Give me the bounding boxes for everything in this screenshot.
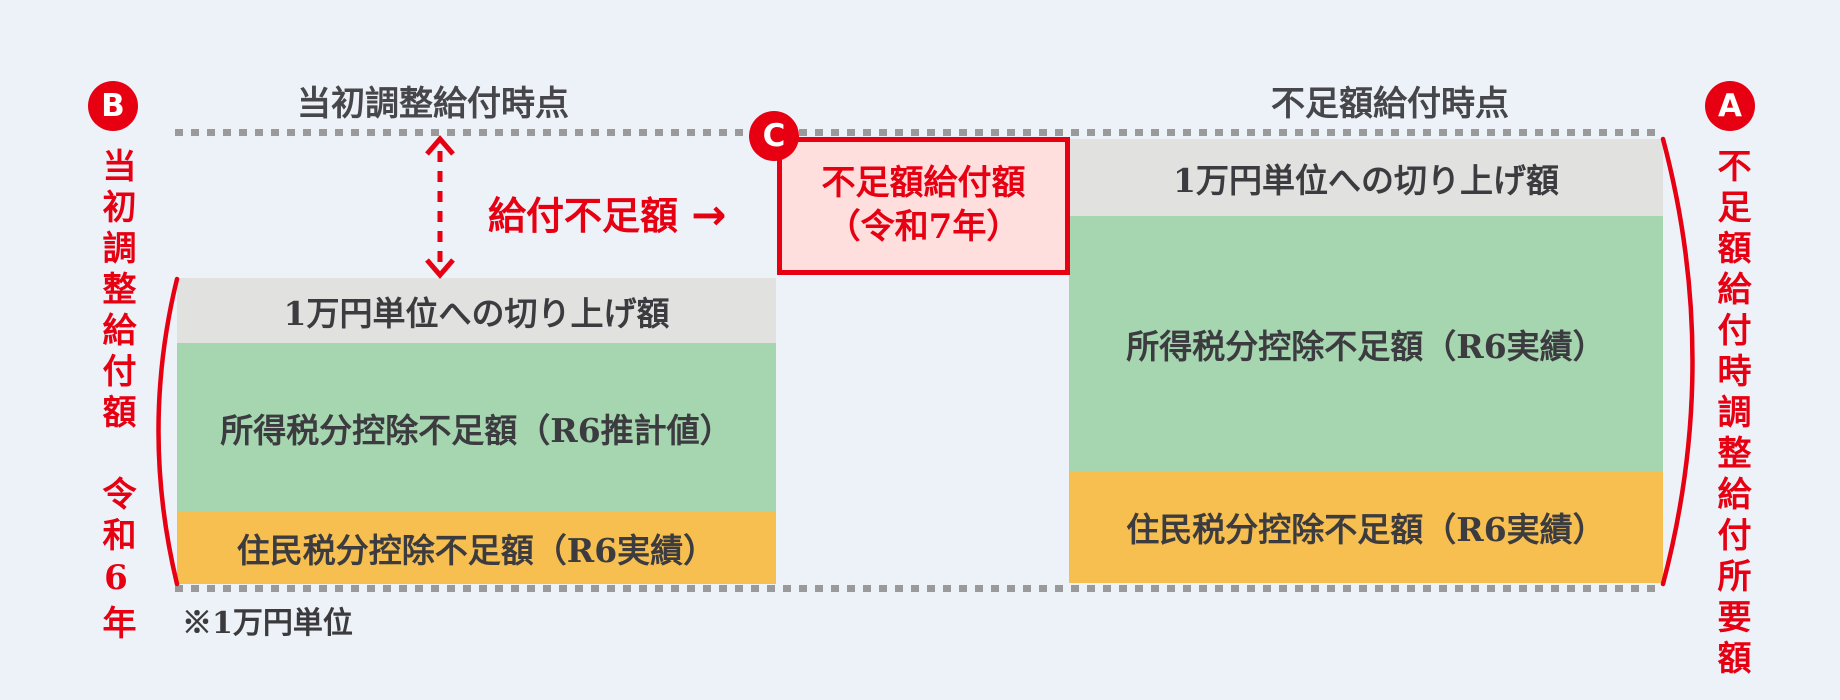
left-bracket	[156, 276, 180, 587]
shortfall-payment-box-line1: 不足額給付額	[821, 163, 1026, 204]
right-stack-rounding-box: 1万円単位への切り上げ額	[1069, 139, 1663, 216]
badge-c: C	[749, 111, 799, 161]
gap-arrowhead-up-icon	[425, 135, 455, 156]
left-column-header: 当初調整給付時点	[297, 84, 569, 124]
bottom-reference-dotted-line	[175, 585, 1663, 592]
unit-footnote: ※1万円単位	[182, 606, 353, 641]
badge-a: A	[1705, 81, 1755, 131]
right-bracket	[1660, 136, 1695, 587]
left-stack-resident-tax-box: 住民税分控除不足額（R6実績）	[177, 512, 776, 584]
right-stack-resident-tax-box: 住民税分控除不足額（R6実績）	[1069, 471, 1663, 583]
right-stack-income-tax-box: 所得税分控除不足額（R6実績）	[1069, 216, 1663, 471]
top-reference-dotted-line	[175, 129, 1663, 136]
right-column-header: 不足額給付時点	[1271, 84, 1509, 124]
shortfall-payment-box-line2: （令和7年）	[826, 207, 1021, 247]
right-vertical-label: 不足額給付時調整給付所要額	[1711, 148, 1751, 681]
gap-caption: 給付不足額 →	[488, 185, 726, 240]
gap-caption-label: 給付不足額	[488, 193, 679, 238]
shortfall-payment-box: 不足額給付額 （令和7年）	[777, 137, 1070, 275]
badge-b: B	[88, 81, 138, 131]
gap-arrowhead-down-icon	[425, 258, 455, 279]
left-stack-income-tax-box: 所得税分控除不足額（R6推計値）	[177, 343, 776, 512]
left-stack-rounding-box: 1万円単位への切り上げ額	[177, 278, 776, 343]
arrow-right-icon: →	[691, 190, 727, 239]
left-vertical-label: 当初調整給付額 令和6年	[96, 148, 136, 646]
